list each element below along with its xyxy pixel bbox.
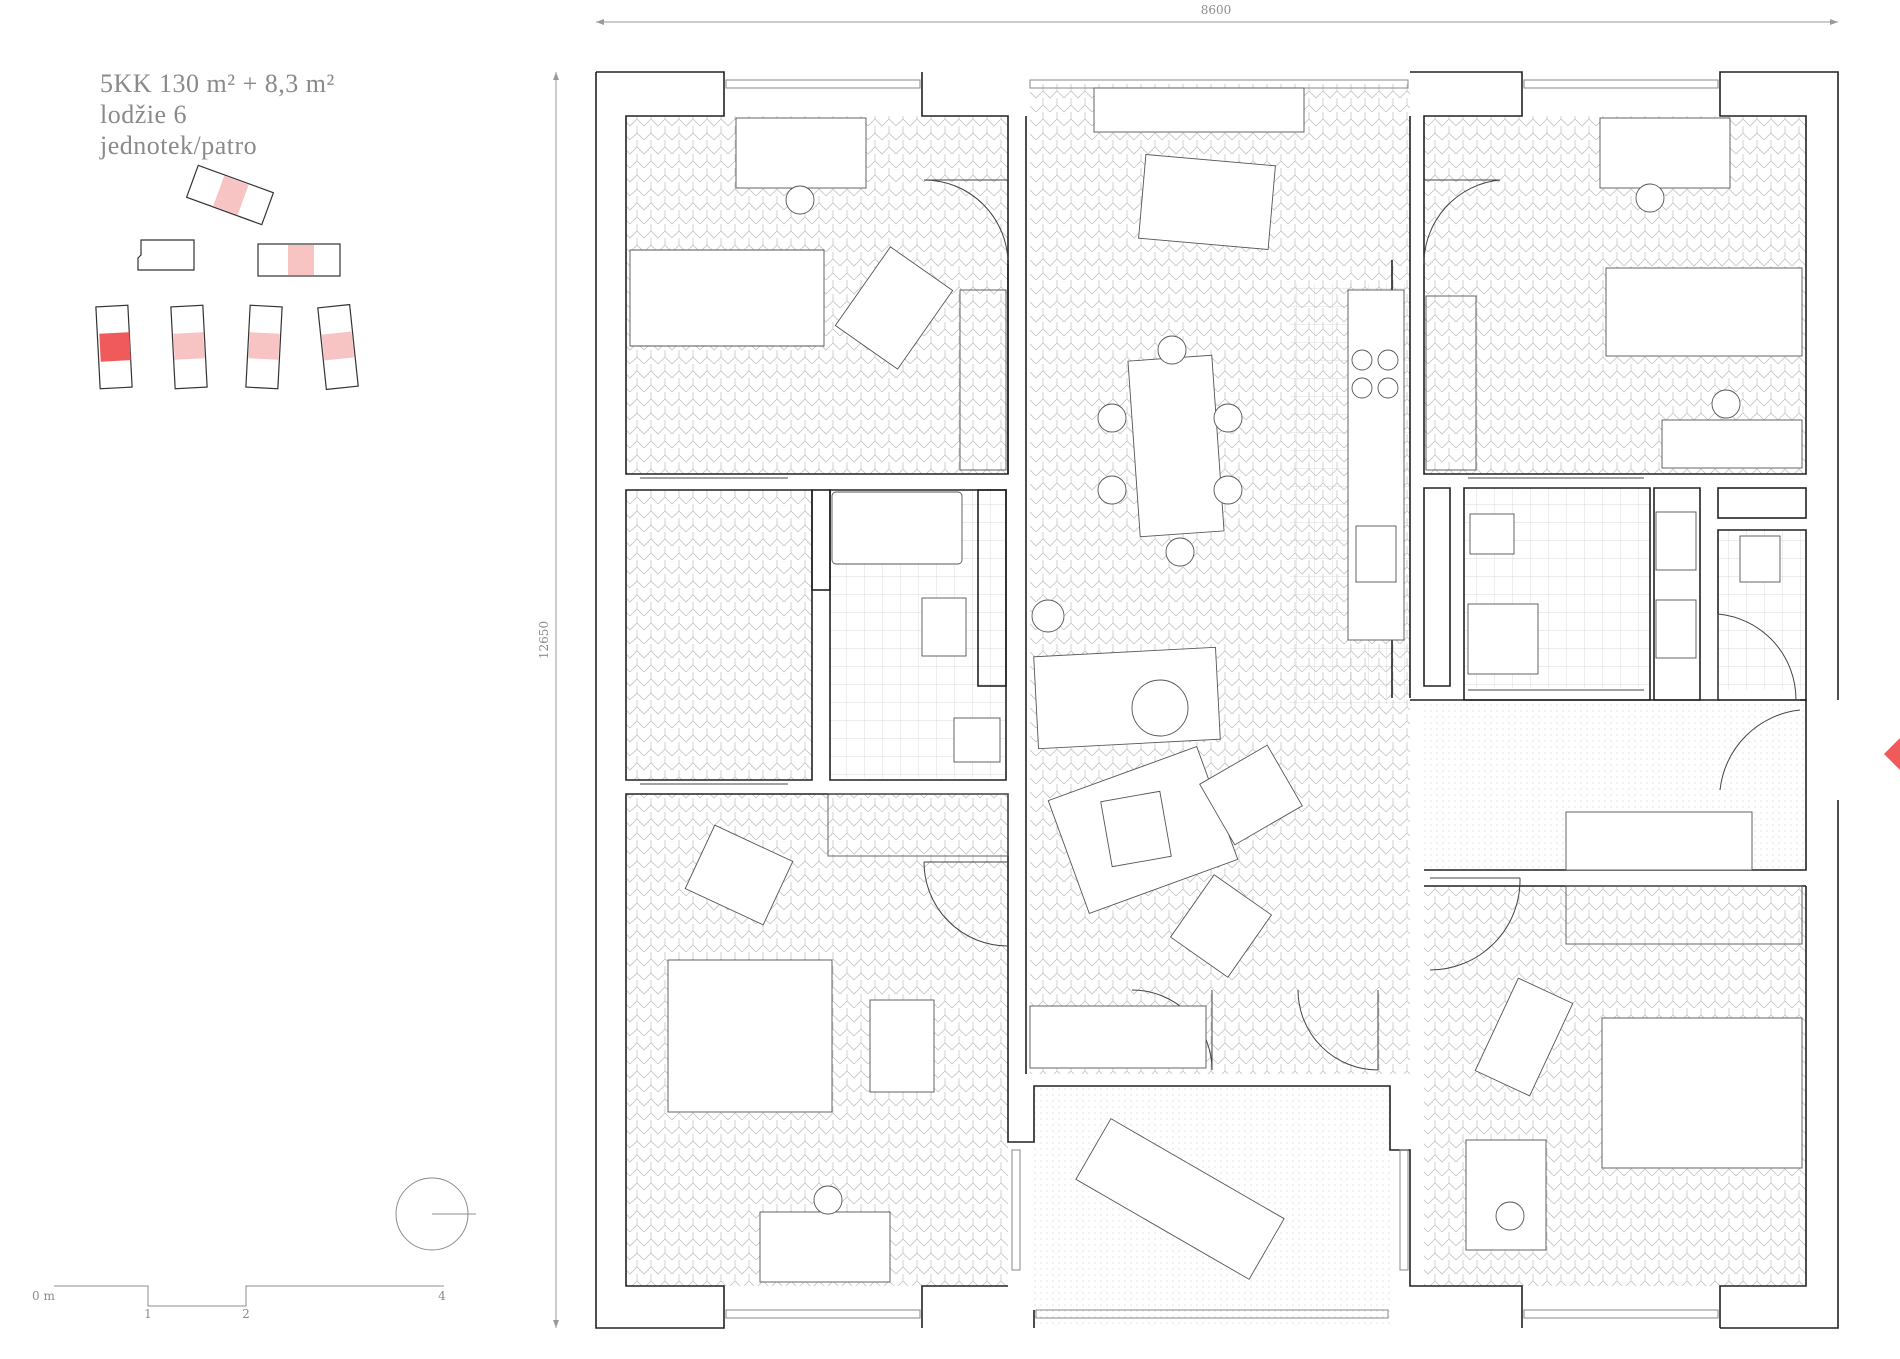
toilet [1469, 513, 1515, 555]
doors [640, 179, 1801, 1071]
bedside-table [869, 999, 935, 1093]
sink [1355, 525, 1397, 583]
bathtub [831, 491, 963, 565]
dining-table [1127, 354, 1225, 538]
desk [1465, 1139, 1547, 1251]
magazine [1100, 790, 1172, 868]
entrance-marker-icon [1884, 738, 1900, 770]
shower [1467, 603, 1539, 675]
legend-loggias: lodžie 6 [100, 100, 188, 129]
dimension-height [553, 72, 559, 1328]
highlighted-block [95, 304, 133, 390]
bed [629, 249, 825, 347]
north-arrow-icon [395, 1177, 476, 1251]
bed [1605, 267, 1803, 357]
piano [1661, 419, 1803, 469]
wardrobe [827, 793, 1009, 857]
legend-area: 5KK 130 m² + 8,3 m² [100, 69, 335, 98]
legend-text: 5KK 130 m² + 8,3 m² lodžie 6 jednotek/pa… [100, 68, 335, 161]
scale-bar [54, 1285, 444, 1307]
table [1138, 154, 1276, 250]
toilet [1739, 535, 1781, 583]
scale-label-2: 2 [242, 1307, 250, 1321]
dimension-width [596, 19, 1838, 25]
bed [1601, 1017, 1803, 1169]
height-dimension-label: 12650 [537, 621, 551, 659]
sofa [1033, 646, 1221, 750]
bed [667, 959, 833, 1113]
wardrobe [1425, 295, 1477, 471]
width-dimension-label: 8600 [1201, 3, 1232, 17]
walls [595, 71, 1839, 1329]
chair [684, 824, 794, 926]
wardrobe [1565, 885, 1803, 945]
toilet [953, 717, 1001, 763]
desk [735, 117, 867, 189]
armchair [1199, 744, 1303, 846]
shoe-cabinet [1565, 811, 1753, 871]
kitchen-counter-top [1093, 87, 1305, 133]
washbasin [1655, 599, 1697, 659]
kitchen-counter [1347, 289, 1405, 641]
washbasin [1655, 511, 1697, 571]
sideboard [1029, 1005, 1207, 1069]
lounger [1075, 1118, 1285, 1280]
rug [834, 246, 954, 370]
chair [785, 185, 815, 215]
scale-label-1: 1 [144, 1307, 152, 1321]
scale-label-4: 4 [438, 1289, 446, 1303]
key-plan [95, 164, 359, 391]
legend-units: jednotek/patro [100, 131, 258, 160]
wardrobe [959, 289, 1007, 471]
desk [759, 1211, 891, 1283]
washbasin [921, 597, 967, 657]
armchair [1169, 874, 1273, 978]
chair [1474, 977, 1574, 1097]
furniture [629, 87, 1803, 1283]
scale-label-0: 0 m [32, 1289, 55, 1303]
